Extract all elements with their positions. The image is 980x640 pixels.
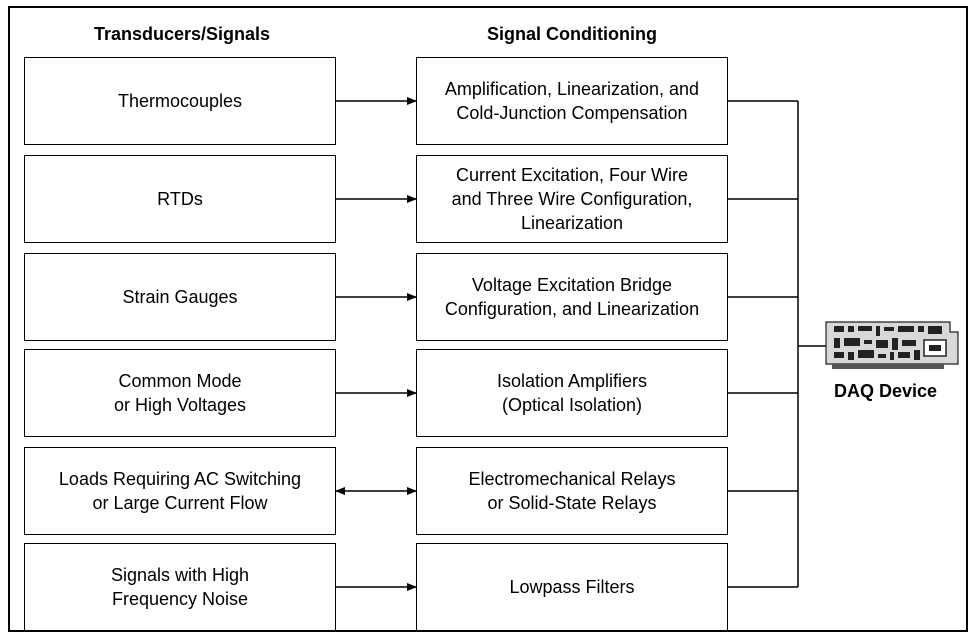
daq-device-label: DAQ Device	[834, 381, 938, 401]
transducer-label: Common Mode or High Voltages	[113, 371, 247, 415]
conditioning-box-voltage-excitation: Voltage Excitation Bridge Configuration,…	[416, 253, 728, 341]
transducer-box-noise: Signals with High Frequency Noise	[24, 543, 336, 631]
transducer-box-rtds: RTDs	[24, 155, 336, 243]
daq-board-icon	[825, 321, 959, 369]
conditioning-header: Signal Conditioning	[487, 24, 657, 44]
transducer-label: Strain Gauges	[122, 287, 238, 307]
conditioning-box-lowpass: Lowpass Filters	[416, 543, 728, 631]
transducer-box-high-voltages: Common Mode or High Voltages	[24, 349, 336, 437]
conditioning-label: Electromechanical Relays or Solid-State …	[468, 469, 676, 513]
conditioning-label: Voltage Excitation Bridge Configuration,…	[444, 275, 700, 319]
conditioning-box-isolation: Isolation Amplifiers (Optical Isolation)	[416, 349, 728, 437]
conditioning-label: Lowpass Filters	[509, 577, 635, 597]
conditioning-box-current-excitation: Current Excitation, Four Wire and Three …	[416, 155, 728, 243]
transducer-box-thermocouples: Thermocouples	[24, 57, 336, 145]
conditioning-label: Current Excitation, Four Wire and Three …	[451, 165, 693, 233]
transducer-label: RTDs	[157, 189, 203, 209]
transducer-box-strain-gauges: Strain Gauges	[24, 253, 336, 341]
transducer-label: Thermocouples	[117, 91, 243, 111]
transducer-label: Signals with High Frequency Noise	[110, 565, 250, 609]
transducer-label: Loads Requiring AC Switching or Large Cu…	[58, 469, 302, 513]
conditioning-box-relays: Electromechanical Relays or Solid-State …	[416, 447, 728, 535]
transducer-box-ac-loads: Loads Requiring AC Switching or Large Cu…	[24, 447, 336, 535]
diagram-frame	[8, 6, 968, 632]
bus-lines	[728, 100, 826, 588]
transducers-header: Transducers/Signals	[93, 24, 271, 44]
conditioning-label: Amplification, Linearization, and Cold-J…	[444, 79, 700, 123]
conditioning-box-amplification: Amplification, Linearization, and Cold-J…	[416, 57, 728, 145]
conditioning-label: Isolation Amplifiers (Optical Isolation)	[496, 371, 648, 415]
